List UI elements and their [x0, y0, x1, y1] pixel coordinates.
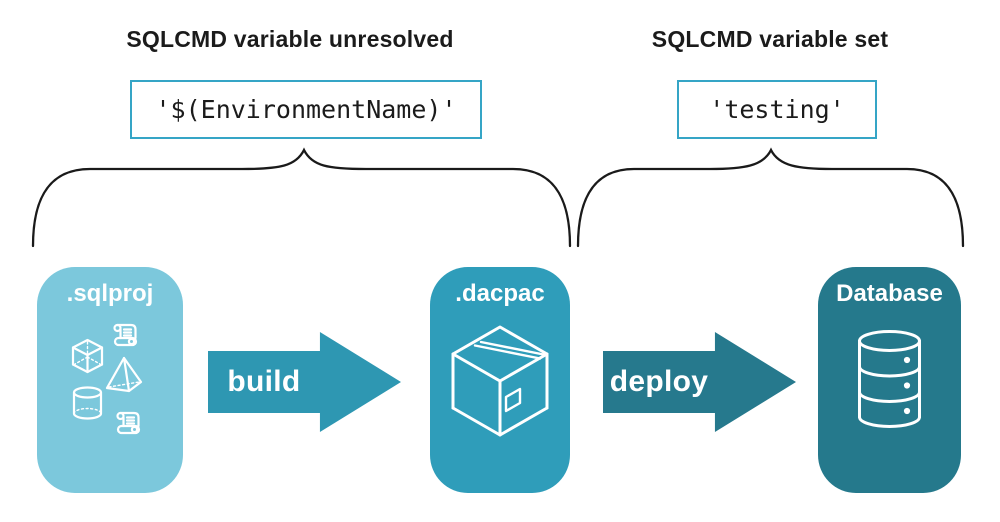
database-cylinder-icon — [858, 330, 921, 428]
node-dacpac-label: .dacpac — [455, 280, 545, 307]
deploy-arrow-label: deploy — [609, 365, 709, 398]
node-sqlproj: .sqlproj — [37, 267, 183, 493]
resolved-variable-code-box: 'testing' — [677, 80, 877, 139]
cylinder-icon — [72, 386, 103, 420]
scroll-icon — [113, 323, 138, 347]
package-box-icon — [451, 325, 549, 437]
node-dacpac: .dacpac — [430, 267, 570, 493]
cube-icon — [71, 338, 104, 374]
build-arrow-label: build — [227, 365, 301, 398]
right-section-title: SQLCMD variable set — [651, 26, 889, 52]
node-database: Database — [818, 267, 961, 493]
unresolved-variable-code-box: '$(EnvironmentName)' — [130, 80, 482, 139]
resolved-variable-code-text: 'testing' — [709, 95, 845, 124]
scroll-icon — [116, 411, 141, 435]
build-arrow: build — [208, 332, 401, 432]
node-database-label: Database — [836, 280, 943, 307]
node-sqlproj-label: .sqlproj — [66, 280, 154, 307]
right-brace-icon — [576, 147, 965, 248]
sqlproj-objects-icon — [71, 323, 143, 435]
pyramid-icon — [105, 356, 143, 393]
left-section-title: SQLCMD variable unresolved — [126, 26, 454, 52]
deploy-arrow: deploy — [603, 332, 796, 432]
unresolved-variable-code-text: '$(EnvironmentName)' — [155, 95, 457, 124]
left-brace-icon — [31, 147, 572, 248]
